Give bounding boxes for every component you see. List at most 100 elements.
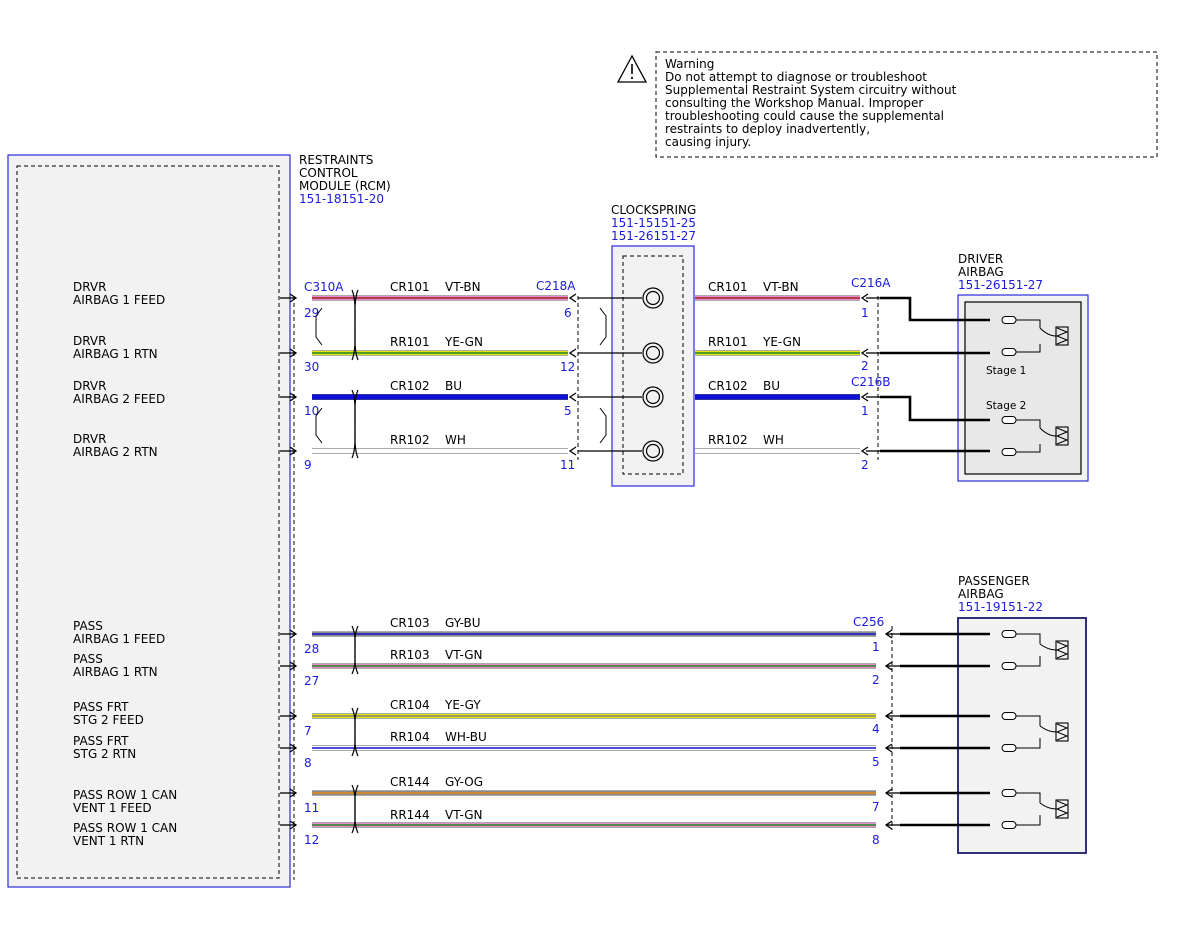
driver-circuit-row: DRVR AIRBAG 1 FEED 29 CR101 VT-BN 6 CR10…: [73, 280, 869, 320]
clockspring-coil: [642, 342, 664, 364]
clockspring-outer-box: [611, 245, 695, 487]
clockspring-coil: [642, 386, 664, 408]
twisted-pair-mark: [351, 707, 359, 757]
circuit-label-line: PASS ROW 1 CAN: [73, 788, 177, 802]
wire-color-code: BU: [763, 379, 780, 393]
wire-stripe: [695, 352, 860, 354]
wire-stripe: [312, 297, 568, 299]
shorting-bar: [315, 307, 323, 346]
passenger-circuit-row: PASS AIRBAG 1 FEED 28 CR103 GY-BU 1: [73, 616, 880, 656]
driver-airbag-inner-box: [964, 301, 1082, 475]
terminal-arrow: [289, 293, 298, 303]
wire-color-code: GY-OG: [445, 775, 483, 789]
circuit-label-line: PASS: [73, 619, 103, 633]
passenger-circuit-row: PASS ROW 1 CAN VENT 1 RTN 12 RR144 VT-GN…: [73, 808, 880, 848]
airbag-pin: 1: [872, 640, 880, 654]
squib-trace: [1016, 419, 1041, 428]
passenger-circuit-row: PASS FRT STG 2 FEED 7 CR104 YE-GY 4: [73, 698, 880, 738]
clockspring-ref: 151-26151-27: [611, 229, 696, 243]
squib-trace: [1039, 802, 1057, 810]
circuit-label-line: VENT 1 FEED: [73, 801, 152, 815]
squib-trace: [1039, 327, 1057, 337]
wire-stripe: [695, 450, 860, 452]
wire-stripe: [312, 396, 568, 398]
wire-stripe: [312, 792, 876, 794]
squib-trace: [1016, 344, 1041, 353]
circuit-id: CR102: [390, 379, 430, 393]
squib-trace: [1039, 427, 1057, 437]
clockspring-ref: 151-15151-25: [611, 216, 696, 230]
circuit-label-line: AIRBAG 1 RTN: [73, 665, 158, 679]
driver-circuit-row: DRVR AIRBAG 1 RTN 30 RR101 YE-GN 12 RR10…: [73, 334, 869, 374]
warning-line: Supplemental Restraint System circuitry …: [665, 83, 957, 97]
rcm-pin: 8: [304, 756, 312, 770]
airbag-pin: 2: [872, 673, 880, 687]
circuit-label-line: PASS FRT: [73, 734, 129, 748]
wire-stripe: [312, 824, 876, 826]
clockspring-coil: [645, 345, 661, 361]
airbag-pin: 4: [872, 722, 880, 736]
terminal-arrow: [860, 293, 869, 303]
rcm-pin: 29: [304, 306, 319, 320]
passenger-airbag-connector: C256: [853, 615, 884, 629]
circuit-label-line: AIRBAG 2 RTN: [73, 445, 158, 459]
passenger-squib-group: [900, 630, 1069, 829]
squib-trace: [1016, 319, 1041, 328]
airbag-pin: 8: [872, 833, 880, 847]
wire-color-code: YE-GN: [762, 335, 801, 349]
squib-trace: [1016, 815, 1041, 826]
wire-stripe: [312, 665, 876, 667]
driver-airbag-ref: 151-26151-27: [958, 278, 1043, 292]
circuit-label-line: AIRBAG 1 FEED: [73, 632, 165, 646]
terminal-arrow: [860, 348, 869, 358]
wire-color-code: VT-BN: [445, 280, 481, 294]
warning-title: Warning: [665, 57, 714, 71]
wire-stripe: [312, 450, 568, 452]
rcm-pin: 11: [304, 801, 319, 815]
stage-1-label: Stage 1: [986, 365, 1026, 377]
driver-airbag-title-line: AIRBAG: [958, 265, 1004, 279]
rcm-pin: 7: [304, 724, 312, 738]
circuit-label-line: DRVR: [73, 280, 106, 294]
airbag-pin: 2: [861, 359, 869, 373]
squib-resistor-zigzag: [1055, 800, 1069, 818]
twisted-pair-mark: [351, 625, 359, 675]
rcm-pin: 27: [304, 674, 319, 688]
terminal-arrow: [289, 711, 298, 721]
driver-airbag-connector-b: C216B: [851, 375, 891, 389]
terminal-arrow: [568, 348, 577, 358]
passenger-circuit-row: PASS ROW 1 CAN VENT 1 FEED 11 CR144 GY-O…: [73, 775, 880, 815]
wire-color-code: YE-GN: [444, 335, 483, 349]
squib-pin: [1001, 821, 1017, 829]
clockspring-module: CLOCKSPRING 151-15151-25 151-26151-27 C2…: [536, 203, 879, 487]
clockspring-pin: 5: [564, 404, 572, 418]
wire-color-code: GY-BU: [445, 616, 481, 630]
circuit-label-line: PASS: [73, 652, 103, 666]
rcm-pin: 12: [304, 833, 319, 847]
rcm-outer-box: [7, 154, 291, 888]
clockspring-coil: [642, 440, 664, 462]
warning-line: Do not attempt to diagnose or troublesho…: [665, 70, 927, 84]
twisted-pair-mark: [351, 389, 359, 459]
wire-color-code: WH-BU: [445, 730, 487, 744]
terminal-arrow: [568, 392, 577, 402]
circuit-id: RR101: [708, 335, 748, 349]
squib-trace: [1016, 715, 1041, 726]
squib-trace: [1016, 738, 1041, 749]
circuit-label-line: DRVR: [73, 334, 106, 348]
squib-pin: [1001, 744, 1017, 752]
passenger-airbag-ref: 151-19151-22: [958, 600, 1043, 614]
terminal-arrow: [289, 629, 298, 639]
circuit-label-line: DRVR: [73, 379, 106, 393]
circuit-id: RR104: [390, 730, 430, 744]
driver-airbag-module: DRIVER AIRBAG 151-26151-27 C216A C216B S…: [851, 252, 1089, 482]
rcm-title-line: MODULE (RCM): [299, 179, 391, 193]
wire-color-code: BU: [445, 379, 462, 393]
squib-resistor-zigzag: [1055, 641, 1069, 659]
clockspring-pin: 11: [560, 458, 575, 472]
circuit-label-line: PASS FRT: [73, 700, 129, 714]
terminal-arrow: [289, 820, 298, 830]
clockspring-title: CLOCKSPRING: [611, 203, 696, 217]
circuit-label-line: AIRBAG 1 RTN: [73, 347, 158, 361]
circuit-label-line: STG 2 RTN: [73, 747, 136, 761]
